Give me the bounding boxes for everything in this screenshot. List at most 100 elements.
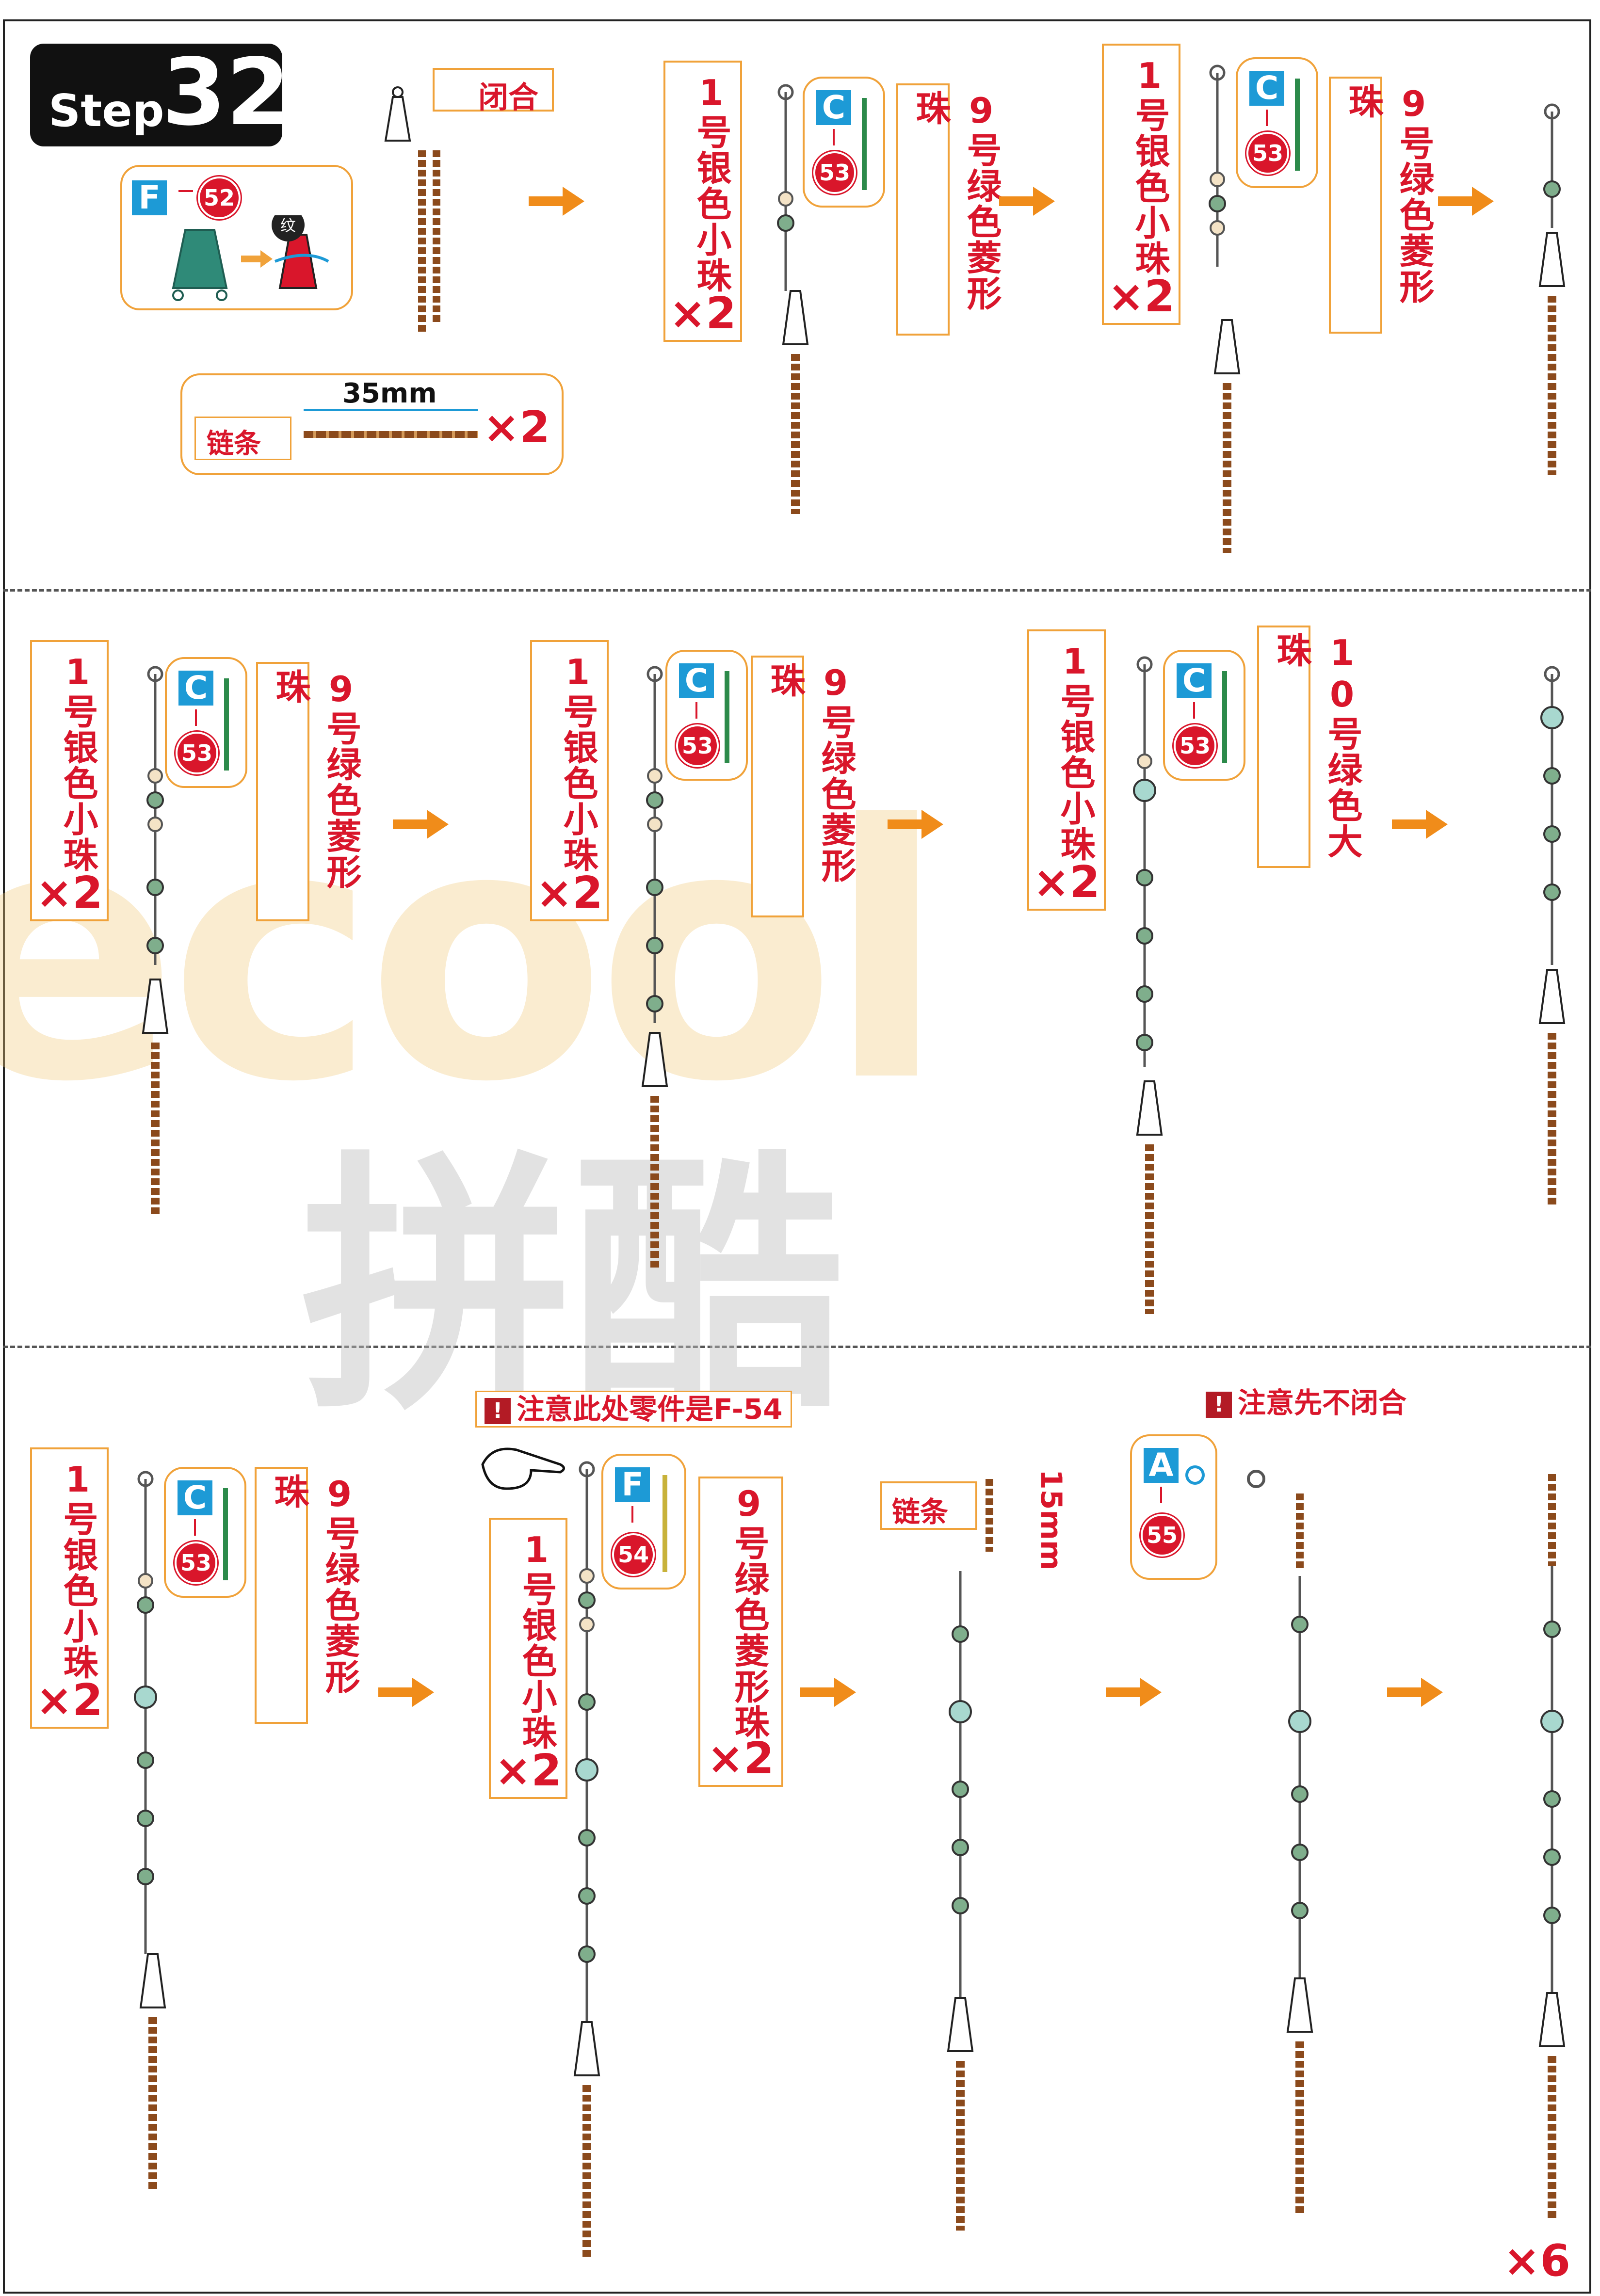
flow-arrow	[378, 1675, 436, 1709]
assembly-strand	[947, 1479, 993, 2231]
pin-icon	[725, 671, 729, 763]
chain15-length: 15mm	[1034, 1469, 1068, 1571]
green-bead-label-box: 9号绿色菱形珠	[751, 656, 856, 917]
step-word: Step	[48, 85, 164, 137]
chain-length: 35mm	[342, 378, 437, 409]
step-number: 32	[162, 39, 291, 146]
green-bead-label: 9号绿色菱形珠	[764, 662, 856, 883]
assembly-strand	[777, 84, 809, 514]
green-bead-qty: ×2	[707, 1733, 775, 1784]
part-f52-box: F 52 纹	[120, 165, 353, 310]
ring-letter: A	[1144, 1448, 1179, 1483]
pin-letter: C	[178, 671, 213, 706]
green-bead-label-box: 9号绿色菱形珠	[1329, 77, 1434, 334]
assembly-strand	[641, 666, 668, 1270]
pin-c53-box: C 53	[165, 657, 247, 788]
pin-letter: C	[679, 663, 714, 698]
pin-c53-box: C 53	[1163, 650, 1245, 781]
part-number: 52	[198, 177, 241, 219]
silver-bead-label-box: 1号银色小珠 ×2	[30, 1447, 109, 1729]
pin-c53-box: C 53	[164, 1467, 246, 1598]
chain-qty: ×2	[483, 402, 550, 453]
flow-arrow	[888, 807, 946, 841]
flow-arrow	[999, 184, 1057, 218]
note-not-closed: !注意先不闭合	[1198, 1386, 1415, 1420]
flow-arrow	[1106, 1675, 1164, 1709]
bell-icon: 纹	[172, 215, 329, 301]
assembly-strand	[142, 666, 169, 1217]
pin-icon	[1222, 671, 1227, 763]
silver-bead-label: 1号银色小珠	[57, 652, 98, 873]
pin-icon	[663, 1475, 667, 1572]
green-bead-label-box: 9号绿色菱形珠	[256, 662, 361, 921]
pin-number: 53	[175, 1541, 217, 1584]
flow-arrow	[393, 807, 451, 841]
silver-bead-label-box: 1号银色小珠 ×2	[30, 640, 109, 921]
pin-icon	[1295, 79, 1300, 171]
silver-bead-label-box: 1号银色小珠 ×2	[489, 1518, 567, 1799]
assembly-strand	[1538, 666, 1566, 1207]
close-label: 闭合	[478, 80, 539, 115]
pin-icon	[862, 98, 867, 190]
ring-number: 55	[1141, 1514, 1183, 1557]
part-letter: F	[132, 180, 167, 215]
green-bead-label-box: 9号绿色菱形珠	[255, 1467, 360, 1724]
silver-bead-qty: ×2	[1033, 857, 1100, 908]
pin-icon	[223, 1488, 228, 1580]
chain-label-box: 链条	[194, 417, 291, 460]
pin-icon	[224, 678, 229, 771]
assembly-strand	[573, 1461, 600, 2260]
silver-bead-label: 1号银色小珠	[1129, 55, 1170, 276]
pin-letter: F	[615, 1467, 650, 1502]
note-f54: !注意此处零件是F-54	[475, 1391, 792, 1428]
green-bead-label: 9号绿色菱形珠	[1342, 83, 1434, 305]
chain15-label: 链条	[892, 1495, 949, 1528]
warning-icon: !	[1206, 1391, 1232, 1418]
bell-with-chains	[384, 86, 440, 335]
pin-c53-box: C 53	[803, 77, 885, 208]
silver-bead-label-box: 1号银色小珠 ×2	[1102, 44, 1180, 325]
flow-arrow	[1387, 1675, 1445, 1709]
ring-icon	[1185, 1465, 1205, 1485]
silver-bead-label-box: 1号银色小珠 ×2	[1027, 629, 1106, 911]
silver-bead-label: 1号银色小珠	[57, 1459, 98, 1680]
silver-bead-qty: ×2	[1108, 271, 1175, 322]
chain15-label-box: 链条	[880, 1481, 977, 1530]
pin-letter: C	[1177, 663, 1212, 698]
page-frame	[3, 19, 1591, 2294]
note-f54-text: 注意此处零件是F-54	[517, 1393, 783, 1426]
silver-bead-qty: ×2	[669, 288, 737, 339]
close-callout: 闭合	[433, 68, 554, 115]
step-badge: Step 32	[30, 39, 290, 146]
pin-number: 53	[1246, 132, 1289, 175]
chain-label: 链条	[207, 428, 261, 460]
chain-spec-box: 35mm 链条 ×2	[180, 373, 564, 475]
assembly-strand	[1538, 1474, 1566, 2221]
flow-arrow	[529, 184, 587, 218]
pin-letter: C	[178, 1480, 212, 1515]
pin-number: 53	[1174, 724, 1216, 767]
green-bead-label-box: 9号绿色菱形珠 ×2	[698, 1477, 783, 1787]
silver-bead-label-box: 1号银色小珠 ×2	[663, 61, 742, 342]
green-bead-label: 9号绿色菱形珠	[268, 1474, 360, 1695]
assembly-strand	[1247, 1470, 1313, 2216]
green-bead-label: 9号绿色菱形珠	[910, 90, 1002, 311]
pin-number: 53	[813, 151, 856, 194]
pin-c53-box: C 53	[665, 650, 748, 781]
silver-bead-qty: ×2	[495, 1745, 562, 1796]
pin-c53-box: C 53	[1236, 57, 1318, 188]
pin-number: 53	[676, 724, 719, 767]
final-qty: ×6	[1503, 2235, 1571, 2286]
silver-bead-label-box: 1号银色小珠 ×2	[530, 640, 609, 921]
silver-bead-label: 1号银色小珠	[557, 652, 598, 873]
green-bead-label: 9号绿色菱形珠	[728, 1483, 769, 1740]
pattern-label: 纹	[280, 216, 296, 235]
assembly-strand	[1133, 656, 1163, 1314]
silver-bead-qty: ×2	[36, 867, 103, 918]
silver-bead-qty: ×2	[536, 867, 603, 918]
pin-letter: C	[1249, 71, 1284, 106]
ring-a55-box: A 55	[1130, 1434, 1217, 1580]
assembly-strand	[134, 1471, 166, 2192]
assembly-strand	[1209, 64, 1241, 553]
silver-bead-label: 1号银色小珠	[516, 1529, 557, 1750]
